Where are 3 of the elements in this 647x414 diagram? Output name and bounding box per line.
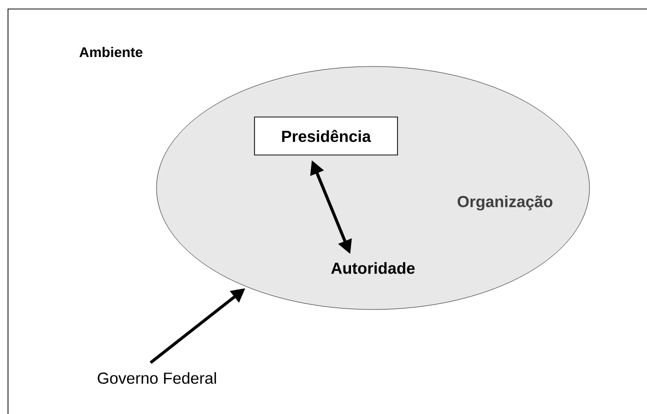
text-label: Governo Federal [98,372,216,384]
text-label: Autoridade [331,262,415,274]
process-box: Presidência [254,116,398,156]
